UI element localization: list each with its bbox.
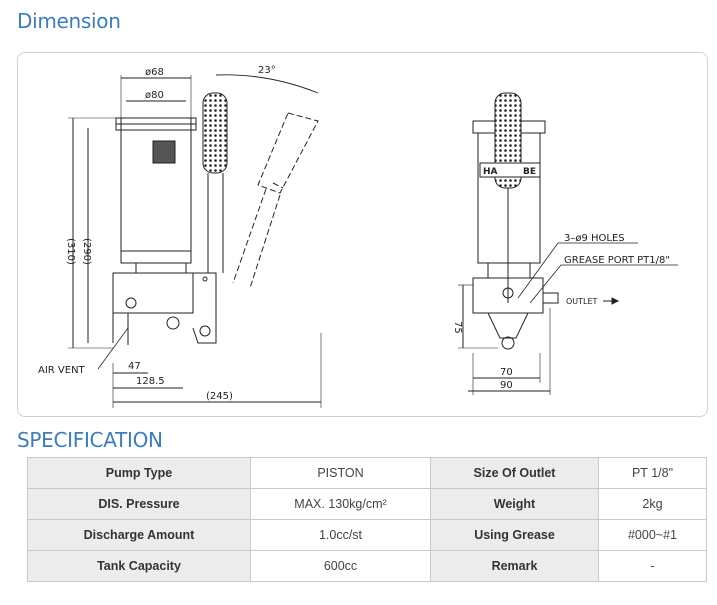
spec-value: PISTON (250, 457, 431, 489)
spec-label: Pump Type (27, 457, 251, 489)
technical-drawing: ø68 ø80 23° (310) (290) AIR VENT 47 128.… (38, 65, 678, 408)
label-grease-port: GREASE PORT PT1/8" (564, 255, 670, 266)
label-outlet: OUTLET (566, 297, 598, 306)
spec-value: 600cc (250, 550, 431, 582)
handle-tilted (232, 112, 319, 289)
dimension-drawing: ø68 ø80 23° (310) (290) AIR VENT 47 128.… (17, 52, 708, 417)
spec-label: Size Of Outlet (430, 457, 599, 489)
specification-table: Pump Type PISTON Size Of Outlet PT 1/8" … (27, 457, 707, 582)
label-air-vent: AIR VENT (38, 365, 86, 376)
spec-value: 2kg (598, 488, 707, 520)
pump-base (112, 272, 194, 314)
dim-w70: 70 (500, 367, 513, 378)
tank-cutaway (152, 140, 176, 164)
table-row: DIS. Pressure MAX. 130kg/cm² Weight 2kg (27, 488, 707, 520)
spec-label: DIS. Pressure (27, 488, 251, 520)
dim-d68: ø68 (145, 67, 164, 78)
tank-body (120, 117, 192, 264)
spec-label: Tank Capacity (27, 550, 251, 582)
dim-w47: 47 (128, 361, 141, 372)
specification-heading: SPECIFICATION (17, 428, 163, 452)
dim-w90: 90 (500, 380, 513, 391)
dimension-heading: Dimension (17, 9, 121, 33)
spec-label: Discharge Amount (27, 519, 251, 551)
dim-w128: 128.5 (136, 376, 165, 387)
spec-label: Using Grease (430, 519, 599, 551)
spec-label: Remark (430, 550, 599, 582)
dim-d80: ø80 (145, 90, 164, 101)
spec-value: MAX. 130kg/cm² (250, 488, 431, 520)
label-holes: 3–ø9 HOLES (564, 233, 625, 244)
spec-value: - (598, 550, 707, 582)
dim-h75: 75 (452, 321, 463, 334)
table-row: Discharge Amount 1.0cc/st Using Grease #… (27, 519, 707, 551)
spec-value: 1.0cc/st (250, 519, 431, 551)
dim-h290: (290) (81, 238, 92, 265)
dim-angle: 23° (258, 65, 276, 76)
spec-value: PT 1/8" (598, 457, 707, 489)
brand-right: BE (523, 167, 536, 177)
dim-w245: (245) (206, 391, 233, 402)
dim-h310: (310) (65, 238, 76, 265)
brand-left: HA (483, 167, 498, 177)
table-row: Tank Capacity 600cc Remark - (27, 550, 707, 582)
spec-label: Weight (430, 488, 599, 520)
handle-grip (202, 92, 228, 174)
table-row: Pump Type PISTON Size Of Outlet PT 1/8" (27, 457, 707, 489)
spec-value: #000~#1 (598, 519, 707, 551)
